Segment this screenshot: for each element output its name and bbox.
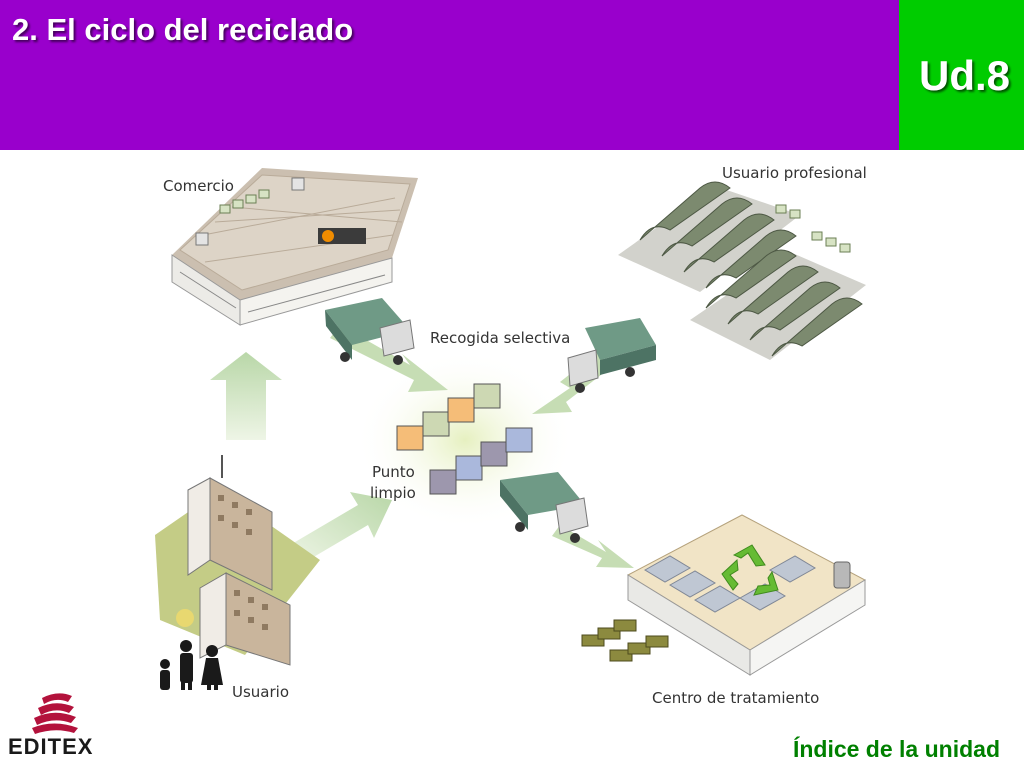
slide-title: 2. El ciclo del reciclado	[12, 12, 354, 47]
label-usuario-profesional: Usuario profesional	[722, 164, 867, 182]
people-silhouettes-icon	[160, 640, 223, 697]
label-limpio: limpio	[370, 484, 416, 502]
unit-badge: Ud.8	[899, 0, 1024, 150]
truck-icon-1	[325, 298, 415, 365]
editex-logo: EDITEX	[8, 690, 118, 762]
recycling-symbol-icon	[721, 544, 779, 596]
label-comercio: Comercio	[163, 177, 234, 195]
usuario-profesional-buildings-icon	[618, 181, 866, 360]
truck-icon-3	[500, 472, 589, 543]
label-punto: Punto	[372, 463, 415, 481]
flow-arrow-up-icon	[210, 352, 282, 440]
comercio-building-icon	[171, 168, 418, 326]
label-centro-tratamiento: Centro de tratamiento	[652, 689, 820, 707]
header-bar: 2. El ciclo del reciclado	[0, 0, 899, 150]
editex-logo-mark-icon	[32, 693, 78, 734]
recycling-cycle-diagram: Comercio Usuario profesional Recogida se…	[0, 150, 1024, 707]
label-usuario: Usuario	[232, 683, 290, 701]
centro-tratamiento-building-icon	[581, 514, 867, 676]
diagram-illustration	[155, 168, 867, 697]
editex-logo-text: EDITEX	[8, 734, 94, 759]
punto-limpio-containers-icon	[396, 383, 533, 495]
label-recogida-selectiva: Recogida selectiva	[430, 329, 571, 347]
truck-icon-2	[567, 318, 656, 393]
unit-badge-label: Ud.8	[918, 52, 1010, 99]
usuario-residential-buildings-icon	[155, 455, 320, 666]
flow-arrow-diagonal-icon	[290, 492, 392, 565]
index-link[interactable]: Índice de la unidad	[792, 736, 1000, 762]
